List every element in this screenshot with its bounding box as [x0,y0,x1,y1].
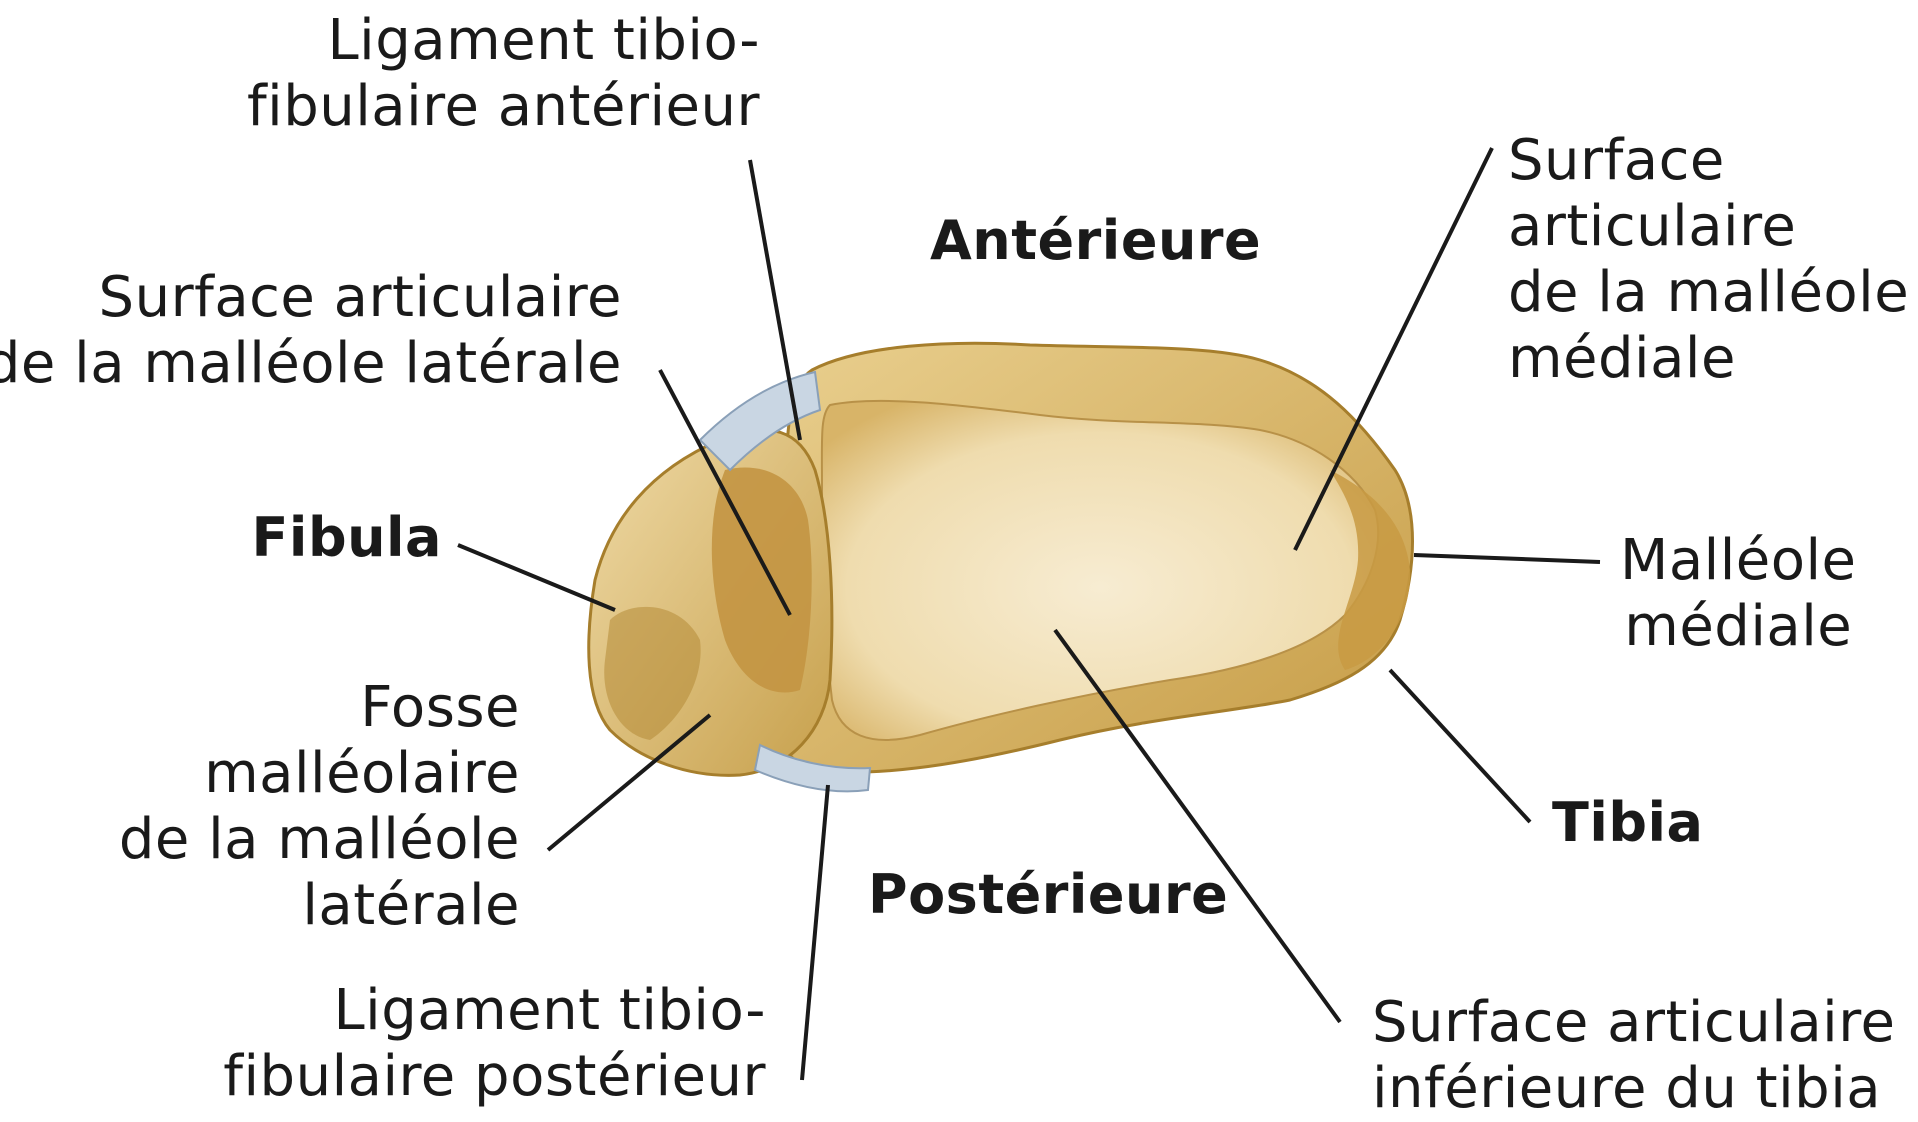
label-anterior-ligament: Ligament tibio- fibulaire antérieur [247,8,760,140]
label-line: Antérieure [930,208,1261,274]
label-line: Malléole [1620,528,1856,594]
label-line: Postérieure [868,862,1228,928]
label-line: Surface articulaire [0,265,622,331]
label-inferior-articular-surface: Surface articulaire inférieure du tibia [1372,990,1895,1122]
label-line: Surface [1508,128,1909,194]
label-line: Tibia [1552,790,1703,856]
label-malleolar-fossa: Fosse malléolaire de la malléole latéral… [119,675,520,939]
label-medial-malleolus-surface: Surface articulaire de la malléole média… [1508,128,1909,392]
label-line: Surface articulaire [1372,990,1895,1056]
label-line: médiale [1620,594,1856,660]
label-lateral-malleolus-surface: Surface articulaire de la malléole latér… [0,265,622,397]
label-line: Fosse [119,675,520,741]
label-line: latérale [119,873,520,939]
label-posterior: Postérieure [868,862,1228,928]
label-fibula: Fibula [252,505,442,571]
label-line: fibulaire antérieur [247,74,760,140]
label-line: fibulaire postérieur [223,1044,766,1110]
label-line: inférieure du tibia [1372,1056,1895,1122]
label-line: Ligament tibio- [247,8,760,74]
label-line: de la malléole [119,807,520,873]
label-line: Ligament tibio- [223,978,766,1044]
label-tibia: Tibia [1552,790,1703,856]
label-line: médiale [1508,326,1909,392]
label-line: de la malléole [1508,260,1909,326]
label-posterior-ligament: Ligament tibio- fibulaire postérieur [223,978,766,1110]
label-line: malléolaire [119,741,520,807]
label-line: Fibula [252,505,442,571]
label-anterior: Antérieure [930,208,1261,274]
label-medial-malleolus: Malléole médiale [1620,528,1856,660]
label-line: articulaire [1508,194,1909,260]
label-line: de la malléole latérale [0,331,622,397]
